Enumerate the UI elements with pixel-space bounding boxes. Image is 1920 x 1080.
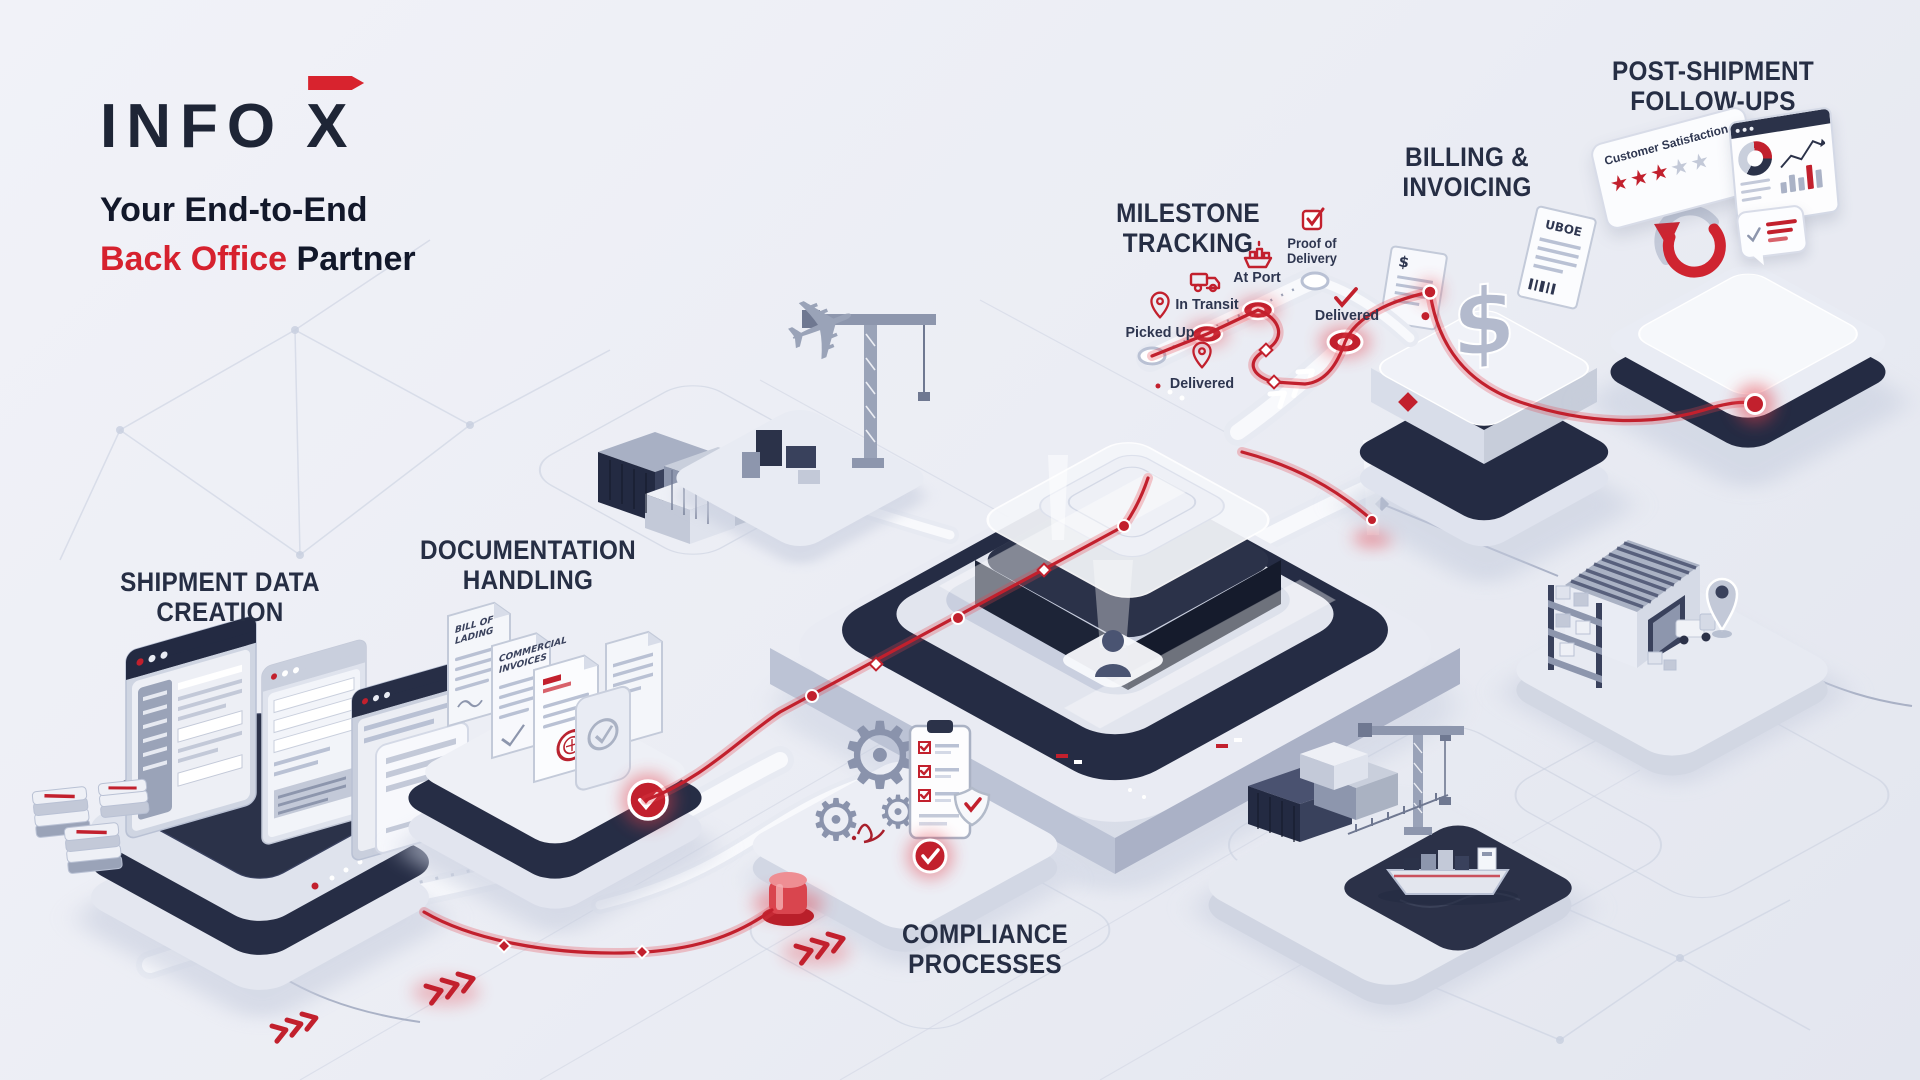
label-documentation-handling: DOCUMENTATION HANDLING bbox=[420, 535, 636, 595]
picked-up-pin-icon bbox=[1150, 291, 1170, 319]
label-post-shipment-followups: POST-SHIPMENT FOLLOW-UPS bbox=[1612, 56, 1814, 116]
milestone-proof-of-delivery: Proof of Delivery bbox=[1287, 236, 1337, 267]
proof-of-delivery-checkbox-icon bbox=[1301, 207, 1325, 231]
milestone-at-port: At Port bbox=[1233, 269, 1281, 286]
logo-arrow-icon bbox=[308, 76, 365, 90]
cargo-ship bbox=[1378, 847, 1518, 905]
at-port-ship-icon bbox=[1243, 240, 1273, 269]
flow-chevrons-icon bbox=[269, 1011, 319, 1044]
forklift-truck-icon bbox=[1675, 613, 1716, 645]
logo-text: INFO bbox=[100, 92, 285, 161]
checklist-clipboard bbox=[908, 720, 972, 840]
delivered-check-icon bbox=[1334, 287, 1358, 308]
message-lines bbox=[1765, 218, 1799, 243]
documentation-cluster: BILL OF LADING COMMERCIAL INVOICES bbox=[402, 601, 714, 934]
milestone-delivered-final: Delivered bbox=[1169, 375, 1235, 392]
invoice-document: UBOE bbox=[1517, 205, 1597, 310]
analytics-dashboard bbox=[1727, 106, 1841, 228]
tagline-line2: Back Office Partner bbox=[100, 235, 416, 284]
red-route-network bbox=[269, 280, 1775, 1044]
brand-logo: INFO X bbox=[100, 76, 416, 158]
gear-icon: ⚙ bbox=[839, 703, 921, 810]
air-freight-cluster: ✈ bbox=[598, 266, 936, 564]
storage-rack bbox=[1548, 585, 1602, 688]
svg-text:$: $ bbox=[1397, 252, 1410, 271]
compliance-cluster: ⚙ ⚙ ⚙ bbox=[752, 703, 1064, 966]
check-icon bbox=[1747, 227, 1761, 243]
alert-beacon-icon bbox=[752, 872, 824, 926]
tagline-line1: Your End-to-End bbox=[100, 191, 368, 229]
signature-scribble bbox=[856, 823, 886, 844]
milestone-picked-up: Picked Up bbox=[1125, 324, 1195, 341]
label-milestone-tracking: MILESTONE TRACKING bbox=[1116, 198, 1260, 258]
port-cluster bbox=[1197, 723, 1587, 1016]
red-tag-node bbox=[1398, 392, 1418, 412]
crane-platform bbox=[676, 410, 924, 564]
warehouse-cluster bbox=[1506, 540, 1844, 785]
crane-icon bbox=[802, 310, 936, 468]
tagline-accent: Back Office bbox=[100, 240, 288, 279]
donut-chart-icon bbox=[1736, 138, 1774, 179]
tagline: Your End-to-End Back Office Partner bbox=[100, 186, 416, 285]
browser-window bbox=[125, 616, 257, 839]
compliance-shield-icon bbox=[953, 786, 991, 827]
billing-cluster: $ UBOE $ bbox=[1343, 205, 1629, 584]
in-transit-truck-icon bbox=[1189, 272, 1221, 293]
hub-indicator-lights bbox=[1056, 383, 1242, 799]
track-node-end bbox=[1300, 271, 1330, 291]
flow-chevrons-icon bbox=[412, 971, 480, 1006]
label-shipment-data-creation: SHIPMENT DATA CREATION bbox=[120, 567, 320, 627]
milestone-delivered-route: Delivered bbox=[1314, 307, 1380, 324]
gear-icon: ⚙ bbox=[810, 786, 862, 854]
document-commercial-invoices: COMMERCIAL INVOICES bbox=[491, 632, 567, 760]
location-pin-marker bbox=[1705, 577, 1739, 638]
data-stack bbox=[63, 822, 123, 874]
chat-bubble bbox=[1735, 204, 1809, 260]
trend-line-icon bbox=[1780, 138, 1827, 169]
port-containers bbox=[1248, 742, 1398, 842]
delivered-pin-icon bbox=[1192, 341, 1212, 369]
verified-badge-icon bbox=[907, 833, 953, 879]
logo-mark: X bbox=[306, 92, 357, 161]
shipment-data-cluster bbox=[31, 616, 469, 1018]
bar-chart-icon bbox=[1776, 130, 1829, 195]
feedback-loop-arrow-icon bbox=[1654, 205, 1726, 278]
document-folder bbox=[575, 685, 631, 791]
browser-window bbox=[261, 639, 367, 845]
airplane-icon: ✈ bbox=[769, 266, 876, 389]
user-icon bbox=[1095, 630, 1131, 677]
data-stack bbox=[97, 778, 150, 818]
dollar-icon: $ bbox=[1452, 265, 1516, 379]
label-compliance-processes: COMPLIANCE PROCESSES bbox=[901, 919, 1069, 979]
port-crane-icon bbox=[1358, 723, 1464, 835]
brand-header: INFO X Your End-to-End Back Office Partne… bbox=[100, 76, 416, 285]
flow-chevrons-icon bbox=[782, 931, 850, 966]
label-billing-invoicing: BILLING & INVOICING bbox=[1402, 142, 1532, 202]
tagline-suffix: Partner bbox=[296, 240, 416, 279]
stars-empty: ★★ bbox=[1667, 146, 1714, 182]
milestone-in-transit: In Transit bbox=[1175, 296, 1239, 313]
